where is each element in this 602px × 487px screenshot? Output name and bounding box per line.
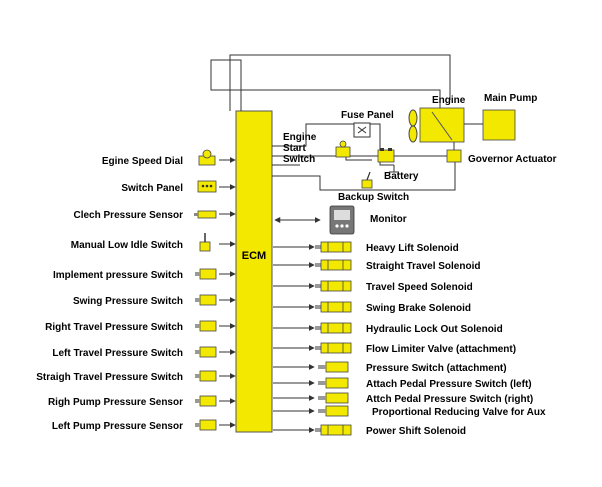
solenoid-icon [315,241,352,253]
main-pump-icon [482,109,516,141]
sensor-icon [195,370,217,382]
output-item: Heavy Lift Solenoid [273,241,459,254]
output-item: Pressure Switch (attachment) [273,361,507,374]
solenoid-icon [315,322,352,334]
backup-switch-label: Backup Switch [338,192,409,203]
input-item: Righ Pump Pressure Sensor [48,395,236,408]
monitor-label: Monitor [370,214,407,225]
sensor-icon [197,180,217,193]
sensor-icon [199,233,211,252]
input-item: Egine Speed Dial [102,149,236,167]
solenoid-icon [318,377,349,389]
output-label: Travel Speed Solenoid [366,282,473,293]
output-item: Attach Pedal Pressure Switch (left) [273,377,532,390]
solenoid-icon [318,405,349,417]
sensor-icon [195,268,217,280]
solenoid-icon [315,259,352,271]
input-label: Egine Speed Dial [102,156,183,167]
input-item: Manual Low Idle Switch [71,233,236,252]
solenoid-icon [315,424,352,436]
governor-actuator-icon [446,149,462,163]
solenoid-icon [315,342,352,354]
output-item: Flow Limiter Valve (attachment) [273,342,516,355]
input-label: Right Travel Pressure Switch [45,322,183,333]
sensor-icon [195,320,217,332]
ecm-block [235,110,273,433]
output-item: Proportional Reducing Valve for Aux [273,405,546,418]
output-label: Pressure Switch (attachment) [366,363,507,374]
sensor-icon [195,419,217,431]
input-item: Right Travel Pressure Switch [45,320,236,333]
engine-start-switch-label-1: Engine [283,132,317,143]
input-label: Switch Panel [121,183,183,194]
input-item: Left Travel Pressure Switch [52,346,236,359]
fuse-panel-label: Fuse Panel [341,110,394,121]
output-label: Swing Brake Solenoid [366,303,471,314]
input-label: Left Pump Pressure Sensor [52,421,183,432]
engine-start-switch-icon [335,140,351,158]
output-label: Heavy Lift Solenoid [366,243,459,254]
sensor-icon [194,210,217,219]
battery-icon [377,148,395,163]
battery-label: Battery [384,171,419,182]
output-label: Proportional Reducing Valve for Aux [372,407,546,418]
sensor-icon [195,294,217,306]
input-item: Straigh Travel Pressure Switch [36,370,236,383]
output-item: Swing Brake Solenoid [273,301,471,314]
input-label: Clech Pressure Sensor [74,210,184,221]
sensor-icon [195,346,217,358]
output-label: Flow Limiter Valve (attachment) [366,344,516,355]
input-item: Switch Panel [121,180,236,194]
output-label: Attch Pedal Pressure Switch (right) [366,394,533,405]
solenoid-icon [315,301,352,313]
engine-start-switch-label-2: Start [283,143,306,154]
input-item: Swing Pressure Switch [73,294,236,307]
solenoid-icon [315,280,352,292]
sensor-icon [195,395,217,407]
output-label: Straight Travel Solenoid [366,261,480,272]
engine-start-switch-label-3: Switch [283,154,315,165]
input-label: Implement pressure Switch [53,270,183,281]
output-label: Power Shift Solenoid [366,426,466,437]
output-item: Power Shift Solenoid [273,424,466,437]
output-item: Straight Travel Solenoid [273,259,480,272]
output-label: Hydraulic Lock Out Solenoid [366,324,503,335]
output-label: Attach Pedal Pressure Switch (left) [366,379,532,390]
output-item: Travel Speed Solenoid [273,280,473,293]
engine-label: Engine [432,95,466,106]
input-item: Implement pressure Switch [53,268,236,281]
output-item: Hydraulic Lock Out Solenoid [273,322,503,335]
engine-icon [408,107,465,143]
backup-switch-icon [361,171,373,189]
input-label: Manual Low Idle Switch [71,240,183,251]
input-label: Swing Pressure Switch [73,296,183,307]
solenoid-icon [318,361,349,373]
main-pump-label: Main Pump [484,93,537,104]
ecm-label: ECM [242,250,266,262]
governor-actuator-label: Governor Actuator [468,154,557,165]
solenoid-icon [318,392,349,404]
sensor-icon [198,149,216,166]
input-label: Straigh Travel Pressure Switch [36,372,183,383]
input-item: Left Pump Pressure Sensor [52,419,236,432]
output-item: Attch Pedal Pressure Switch (right) [273,392,533,405]
input-item: Clech Pressure Sensor [74,210,236,221]
input-label: Righ Pump Pressure Sensor [48,397,183,408]
input-label: Left Travel Pressure Switch [52,348,183,359]
monitor-icon [329,205,355,235]
